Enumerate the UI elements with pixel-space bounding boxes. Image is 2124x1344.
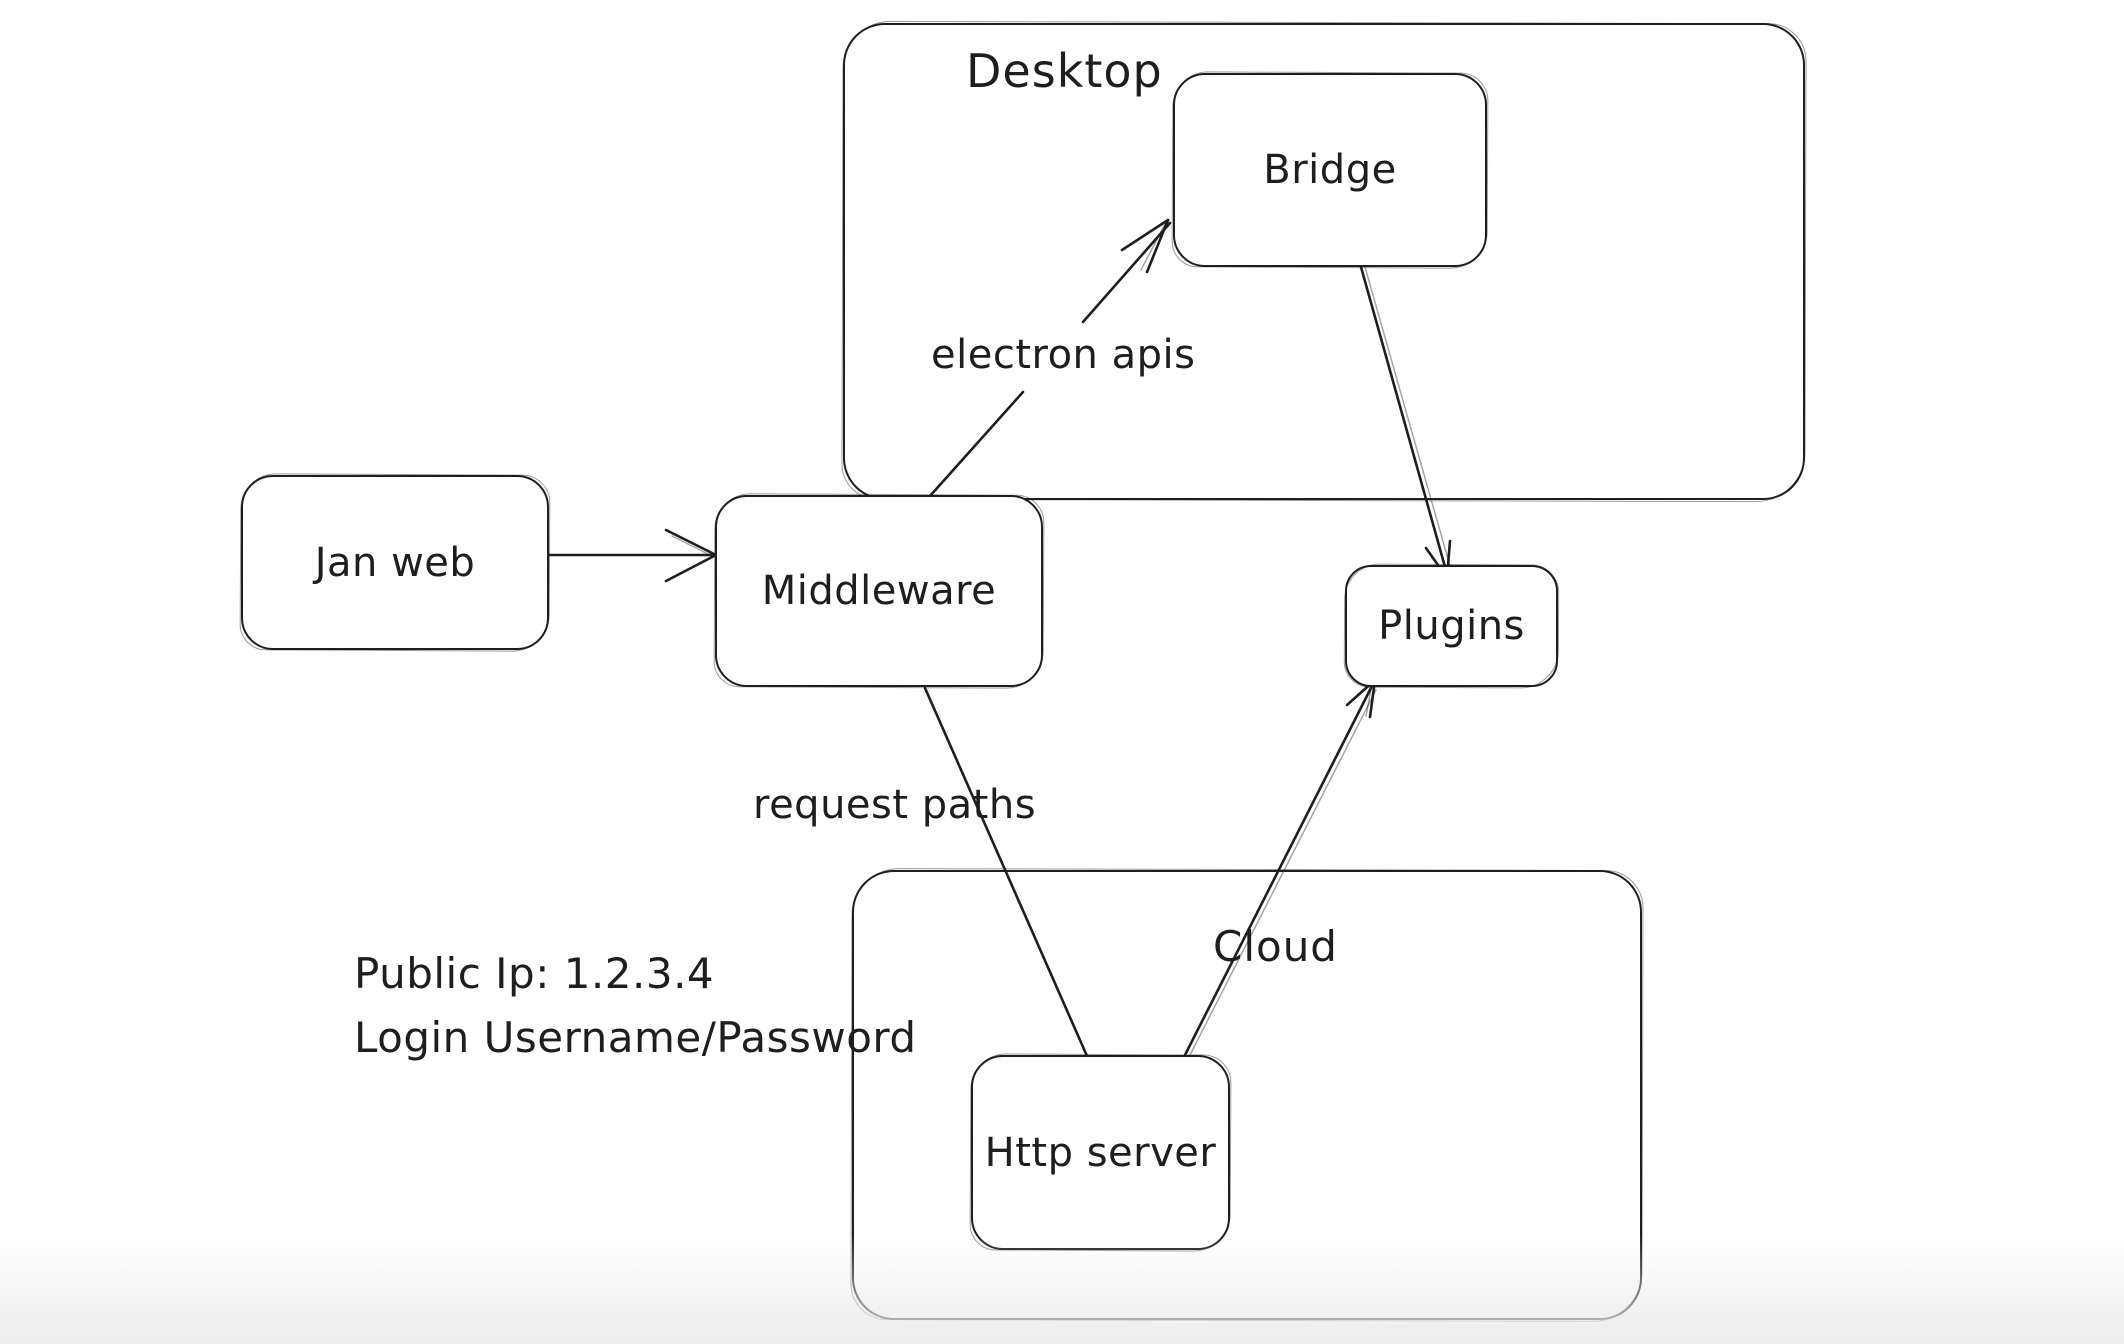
node-middleware-label: Middleware (761, 568, 997, 614)
node-plugins[interactable]: Plugins (1345, 565, 1558, 687)
node-plugins-label: Plugins (1378, 603, 1525, 649)
node-bridge-label: Bridge (1263, 147, 1397, 193)
node-http-server-label: Http server (984, 1129, 1217, 1176)
node-bridge[interactable]: Bridge (1173, 73, 1487, 267)
node-middleware[interactable]: Middleware (715, 495, 1043, 687)
node-http-server[interactable]: Http server (971, 1055, 1230, 1250)
node-jan-web[interactable]: Jan web (241, 475, 549, 650)
node-jan-web-label: Jan web (314, 539, 476, 586)
container-desktop[interactable] (843, 23, 1805, 500)
